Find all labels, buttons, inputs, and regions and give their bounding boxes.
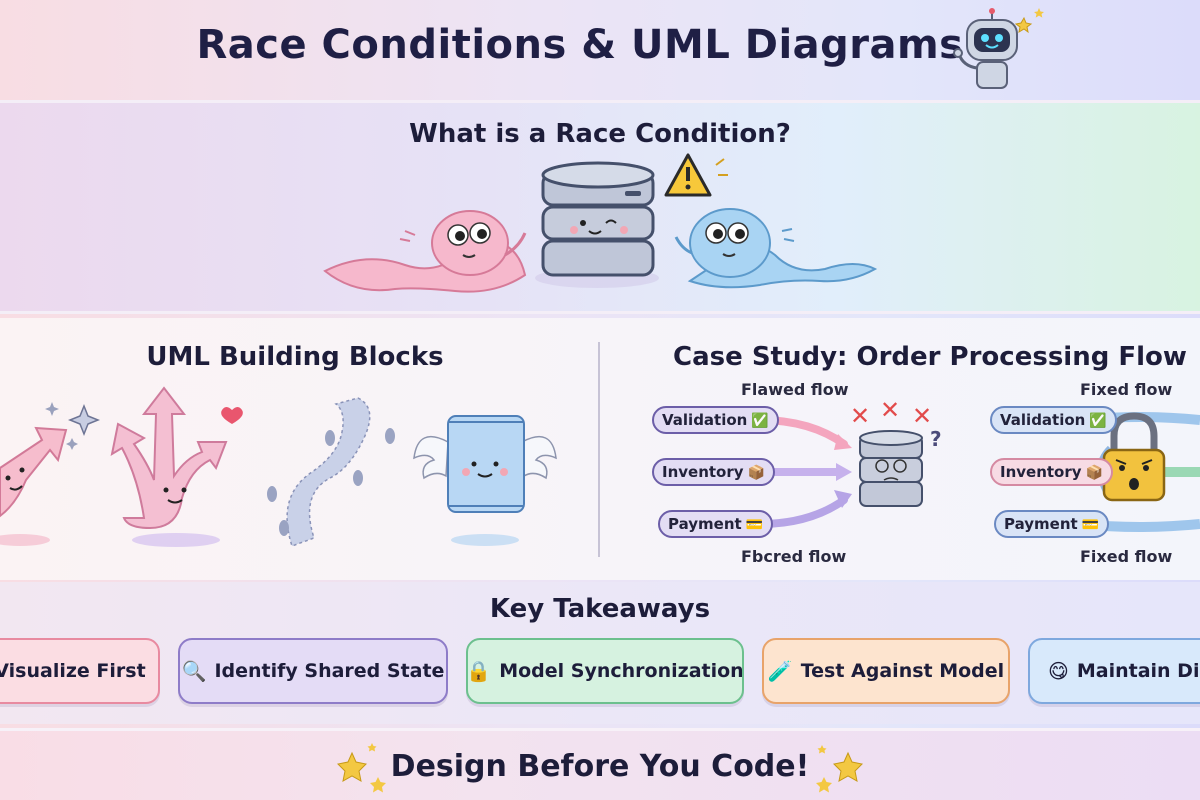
takeaway-maintain-diagrams: 😋 Maintain Dia: [1028, 638, 1200, 704]
section-divider: [598, 342, 600, 557]
takeaway-label: Test Against Model: [800, 660, 1005, 682]
card-icon: 💳: [1081, 517, 1100, 533]
flawed-step-inventory: Inventory📦: [652, 458, 775, 486]
step-label: Payment: [1004, 515, 1078, 533]
footer-slogan: Design Before You Code!: [390, 749, 810, 784]
error-marks: ✕ ✕ ✕ ?: [850, 396, 942, 451]
step-label: Validation: [662, 411, 748, 429]
footprints-path-icon: [267, 397, 395, 547]
race-condition-section: What is a Race Condition?: [0, 100, 1200, 314]
page-title: Race Conditions & UML Diagrams: [196, 22, 964, 68]
smile-icon: 😋: [1048, 659, 1069, 683]
warning-triangle-icon: [664, 153, 728, 197]
middle-panel: ✕ ✕ ✕ ? UML Building Blocks Case Study: …: [0, 318, 1200, 580]
sparkle-stars-icon: [336, 743, 864, 793]
key-takeaways-section: Key Takeaways Visualize First 🔍 Identify…: [0, 582, 1200, 724]
takeaway-label: Visualize First: [0, 660, 146, 682]
flawed-step-payment: Payment💳: [658, 510, 774, 538]
takeaway-label: Identify Shared State: [214, 660, 445, 682]
fixed-flow-top-label: Fixed flow: [1080, 380, 1173, 399]
takeaway-model-synchronization: 🔒 Model Synchronization: [466, 638, 744, 704]
step-label: Inventory: [1000, 463, 1082, 481]
takeaways-title: Key Takeaways: [489, 594, 711, 624]
takeaway-test-against-model: 🧪 Test Against Model: [762, 638, 1010, 704]
card-icon: 💳: [745, 517, 764, 533]
robot-icon: [953, 8, 1044, 89]
check-icon: ✅: [1089, 413, 1107, 429]
padlock-icon: [1102, 412, 1166, 502]
fixed-step-payment: Payment💳: [994, 510, 1110, 538]
takeaway-label: Maintain Dia: [1076, 660, 1200, 682]
flawed-flow-top-label: Flawed flow: [741, 380, 849, 399]
pink-thread-character-icon: [323, 210, 527, 293]
flawed-flow-bottom-label: Fbcred flow: [741, 547, 847, 566]
flawed-step-validation: Validation✅: [652, 406, 779, 434]
case-study-title: Case Study: Order Processing Flow: [673, 342, 1187, 372]
error-x-1: ✕: [850, 402, 870, 430]
race-section-title: What is a Race Condition?: [409, 119, 791, 149]
step-label: Validation: [1000, 411, 1086, 429]
takeaway-visualize-first: Visualize First: [0, 638, 160, 704]
database-icon: [535, 161, 659, 288]
header: Race Conditions & UML Diagrams: [0, 0, 1200, 92]
package-icon: 📦: [747, 465, 765, 481]
fixed-step-inventory: Inventory📦: [990, 458, 1113, 486]
step-label: Payment: [668, 515, 742, 533]
confused-database-icon: [859, 430, 923, 507]
arrow-character-icon: [0, 402, 101, 546]
step-label: Inventory: [662, 463, 744, 481]
branching-arrows-icon: [110, 386, 243, 547]
magnifier-icon: 🔍: [181, 659, 207, 683]
error-x-2: ✕: [880, 396, 900, 424]
winged-package-icon: [413, 415, 557, 546]
error-x-3: ✕: [912, 402, 932, 430]
package-icon: 📦: [1085, 465, 1103, 481]
takeaway-identify-shared-state: 🔍 Identify Shared State: [178, 638, 448, 704]
fixed-flow-bottom-label: Fixed flow: [1080, 547, 1173, 566]
uml-section-title: UML Building Blocks: [146, 342, 444, 372]
test-tube-icon: 🧪: [767, 659, 793, 683]
footer: Design Before You Code!: [0, 728, 1200, 800]
fixed-step-validation: Validation✅: [990, 406, 1117, 434]
lock-icon: 🔒: [466, 659, 492, 683]
takeaway-label: Model Synchronization: [499, 660, 744, 682]
question-mark: ?: [930, 427, 942, 451]
blue-thread-character-icon: [674, 208, 878, 289]
check-icon: ✅: [751, 413, 769, 429]
